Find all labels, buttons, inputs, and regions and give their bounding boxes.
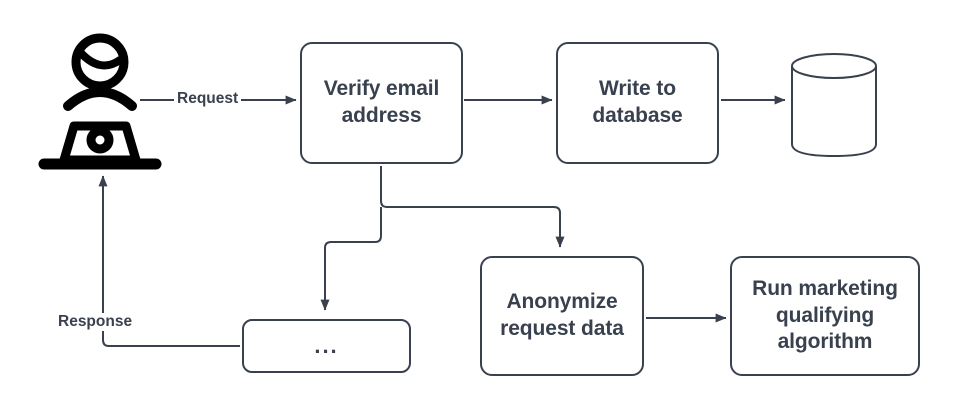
edge-verify-to-ellipsis	[320, 207, 382, 311]
node-write-label: Write to database	[576, 76, 698, 130]
node-anonymize-request-data[interactable]: Anonymize request data	[480, 256, 644, 376]
node-mql-label: Run marketing qualifying algorithm	[736, 276, 914, 357]
node-mql-line-2: qualifying	[775, 303, 875, 327]
edge-label-request: Request	[174, 90, 242, 108]
edge-verify-to-anonymize	[380, 166, 565, 248]
node-anonymize-line-2: request data	[500, 317, 624, 340]
node-write-to-database[interactable]: Write to database	[556, 42, 719, 164]
node-mql-line-3: algorithm	[777, 330, 873, 354]
node-verify-label: Verify email address	[308, 76, 456, 130]
node-verify-line-2: address	[341, 104, 422, 127]
node-verify-line-1: Verify email	[323, 77, 440, 101]
node-write-line-1: Write to	[599, 77, 676, 101]
edge-label-response: Response	[55, 313, 136, 331]
node-anonymize-label: Anonymize request data	[484, 289, 640, 343]
node-anonymize-line-1: Anonymize	[506, 290, 618, 314]
database-cylinder-icon	[791, 53, 877, 158]
node-mql-line-1: Run marketing	[752, 276, 898, 300]
node-run-marketing-qualifying-algorithm[interactable]: Run marketing qualifying algorithm	[730, 256, 920, 376]
node-ellipsis[interactable]: ...	[242, 319, 411, 373]
node-ellipsis-label: ...	[314, 333, 339, 359]
person-at-laptop-icon	[38, 33, 162, 170]
node-write-line-2: database	[592, 104, 683, 127]
node-verify-email-address[interactable]: Verify email address	[300, 42, 463, 164]
